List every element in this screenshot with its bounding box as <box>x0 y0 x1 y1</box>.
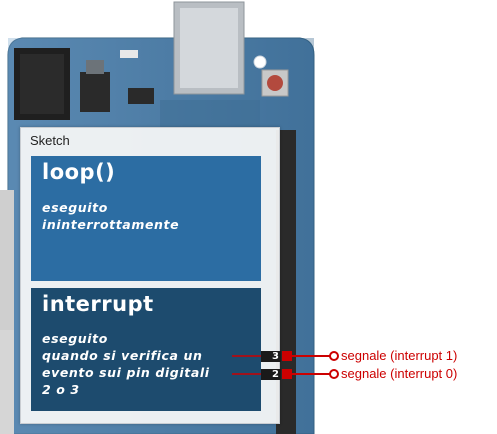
sketch-title: Sketch <box>30 133 70 148</box>
loop-panel: loop() eseguito ininterrottamente <box>31 156 261 281</box>
interrupt-description: eseguito quando si verifica un evento su… <box>42 331 210 397</box>
interrupt-panel: interrupt eseguito quando si verifica un… <box>31 288 261 411</box>
interrupt-title: interrupt <box>42 292 154 316</box>
loop-description: eseguito ininterrottamente <box>42 200 180 232</box>
loop-title: loop() <box>42 160 116 184</box>
signal-1-terminal <box>329 351 339 361</box>
pin-3-label: 3 <box>261 351 281 362</box>
pin-3-connector <box>282 351 292 361</box>
signal-interrupt-1-label: segnale (interrupt 1) <box>341 348 458 363</box>
signal-0-terminal <box>329 369 339 379</box>
signal-interrupt-0-label: segnale (interrupt 0) <box>341 366 458 381</box>
sketch-window: Sketch loop() eseguito ininterrottamente… <box>20 127 280 424</box>
pin-2-connector <box>282 369 292 379</box>
pin-2-label: 2 <box>261 369 281 380</box>
